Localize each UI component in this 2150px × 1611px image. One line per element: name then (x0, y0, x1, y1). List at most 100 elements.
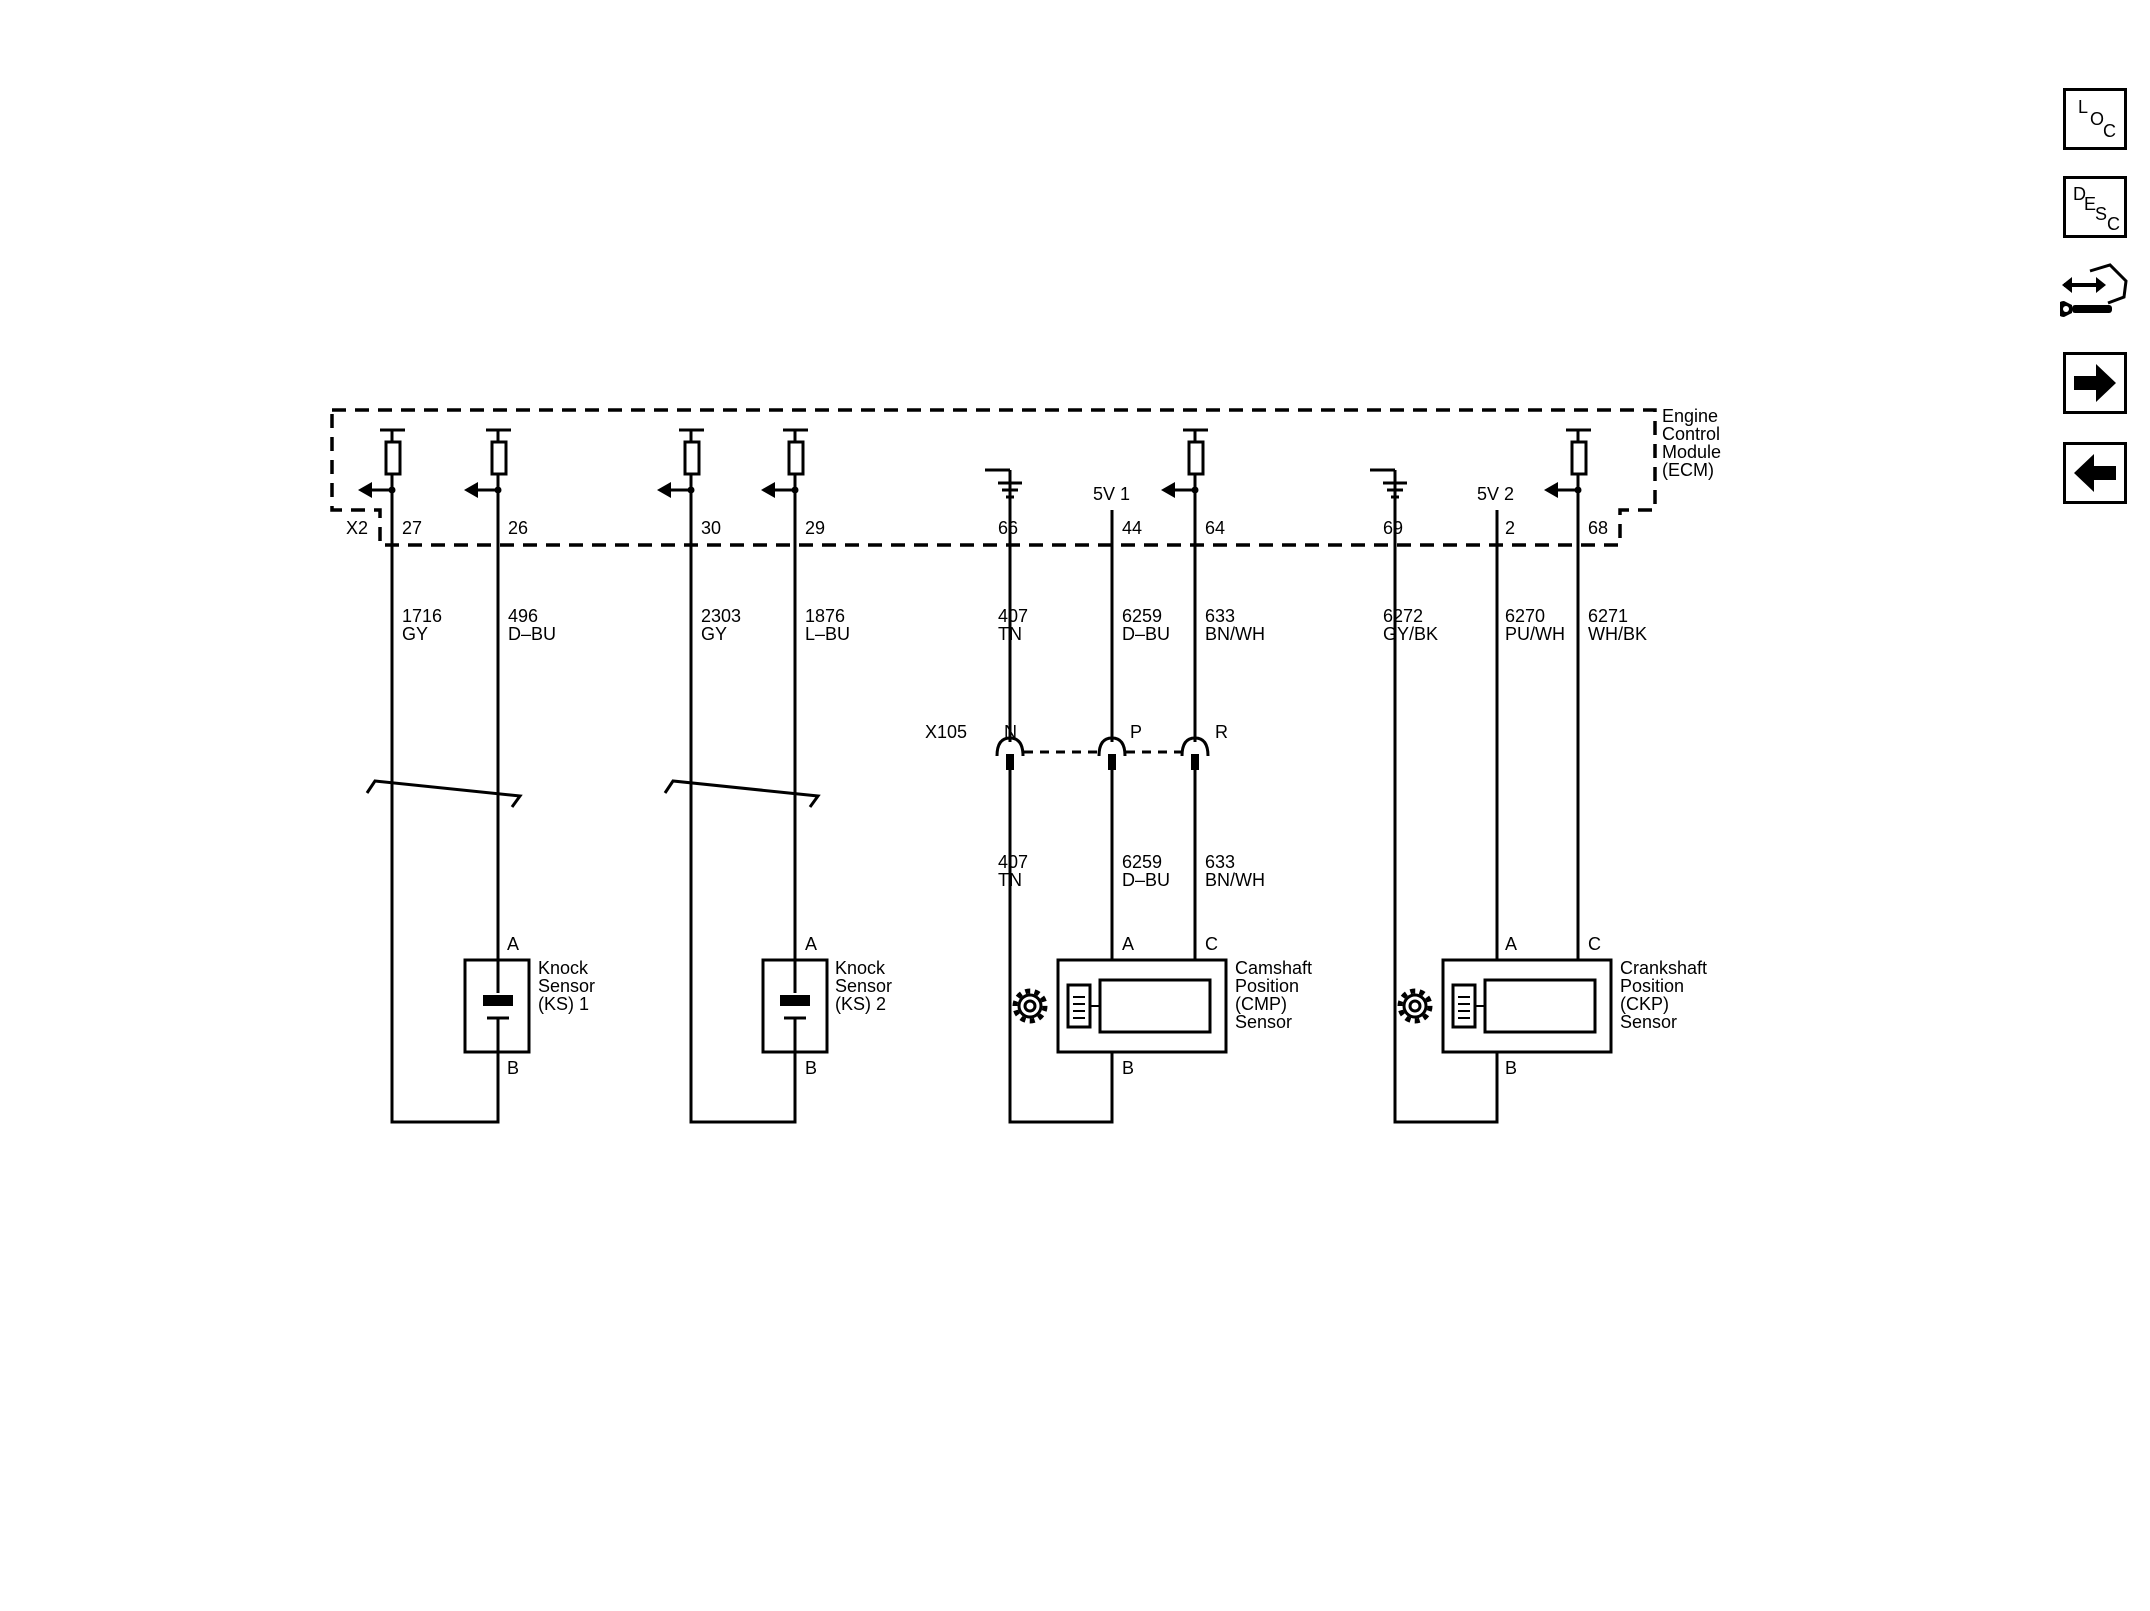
cmp-label-line-4: Sensor (1235, 1012, 1292, 1032)
ecm-pin-label: 29 (805, 518, 825, 538)
ckp-label-line-4: Sensor (1620, 1012, 1677, 1032)
inline-connector-name: X105 (925, 722, 967, 742)
wire-color-label: GY (402, 624, 428, 644)
wire-circuit-label: 633 (1205, 606, 1235, 626)
wire-circuit-label: 2303 (701, 606, 741, 626)
ks2-pin-b: B (805, 1058, 817, 1078)
ecm-label-line-3: Module (1662, 442, 1721, 462)
ecm-pin-label: 2 (1505, 518, 1515, 538)
ecm-pin-label: 26 (508, 518, 528, 538)
wire-runs (390, 470, 1580, 1124)
wire-labels-upper: 1716 GY 496 D–BU 2303 GY 1876 L–BU 407 T… (402, 606, 1647, 644)
wire-circuit-label: 6259 (1122, 606, 1162, 626)
desc-letter: C (2107, 214, 2120, 234)
next-page-button[interactable] (2063, 352, 2127, 414)
ckp-label-line-1: Crankshaft (1620, 958, 1707, 978)
gear-icon (1012, 988, 1048, 1024)
ecm-pin-label: 69 (1383, 518, 1403, 538)
wire-circuit-label: 6259 (1122, 852, 1162, 872)
wire-color-label: BN/WH (1205, 870, 1265, 890)
ks2-label-line-1: Knock (835, 958, 886, 978)
ecm-circuit-29 (761, 428, 808, 498)
ecm-label-line-1: Engine (1662, 406, 1718, 426)
desc-letter: S (2095, 204, 2108, 224)
camshaft-position-sensor: A C B Camshaft Position (CMP) Sensor (1012, 934, 1312, 1078)
gear-icon (1397, 988, 1433, 1024)
arrow-right-icon (2074, 364, 2116, 402)
ecm-pin-label: 30 (701, 518, 721, 538)
ks2-pin-a: A (805, 934, 817, 954)
previous-page-button[interactable] (2063, 442, 2127, 504)
wire-labels-lower: 407 TN 6259 D–BU 633 BN/WH (998, 852, 1265, 890)
ecm-pin-label: 64 (1205, 518, 1225, 538)
wire-color-label: PU/WH (1505, 624, 1565, 644)
cmp-pin-a: A (1122, 934, 1134, 954)
loc-letter: L (2078, 97, 2089, 117)
wire-circuit-label: 496 (508, 606, 538, 626)
ecm-ground-69 (1370, 468, 1407, 499)
desc-letter: D (2073, 184, 2086, 204)
ckp-label-line-3: (CKP) (1620, 994, 1669, 1014)
wire-circuit-label: 6271 (1588, 606, 1628, 626)
wire-color-label: D–BU (1122, 624, 1170, 644)
ks1-label-line-3: (KS) 1 (538, 994, 589, 1014)
wire-color-label: D–BU (508, 624, 556, 644)
wire-circuit-label: 633 (1205, 852, 1235, 872)
cmp-pin-c: C (1205, 934, 1218, 954)
supply-5v1-label: 5V 1 (1093, 484, 1130, 504)
ecm-label-line-2: Control (1662, 424, 1720, 444)
ecm-label-line-4: (ECM) (1662, 460, 1714, 480)
ckp-pin-a: A (1505, 934, 1517, 954)
wire-color-label: WH/BK (1588, 624, 1647, 644)
location-button[interactable]: L O C (2063, 88, 2127, 150)
knock-sensor-1: A B Knock Sensor (KS) 1 (463, 934, 595, 1078)
ks2-label-line-3: (KS) 2 (835, 994, 886, 1014)
connector-repair-button[interactable] (2056, 255, 2132, 321)
wire-color-label: TN (998, 870, 1022, 890)
ckp-pin-c: C (1588, 934, 1601, 954)
loc-letter: O (2090, 109, 2105, 129)
ks1-pin-a: A (507, 934, 519, 954)
wire-break-symbols (365, 779, 821, 808)
wire-circuit-label: 1876 (805, 606, 845, 626)
ecm-pin-label: 68 (1588, 518, 1608, 538)
wire-circuit-label: 6270 (1505, 606, 1545, 626)
cmp-label-line-2: Position (1235, 976, 1299, 996)
cmp-pin-b: B (1122, 1058, 1134, 1078)
inline-connector-pin: R (1215, 722, 1228, 742)
cmp-label-line-3: (CMP) (1235, 994, 1287, 1014)
description-button[interactable]: D E S C (2063, 176, 2127, 238)
ckp-pin-b: B (1505, 1058, 1517, 1078)
ecm-internal-circuits: 5V 1 5V 2 (358, 428, 1591, 504)
loc-letter: C (2103, 121, 2116, 141)
ecm-connector-label: X2 (346, 518, 368, 538)
ecm-module: Engine Control Module (ECM) X2 (330, 406, 1721, 547)
ecm-circuit-30 (657, 428, 704, 498)
cmp-label-line-1: Camshaft (1235, 958, 1312, 978)
wire-color-label: GY/BK (1383, 624, 1438, 644)
ecm-pin-label: 27 (402, 518, 422, 538)
wire-circuit-label: 6272 (1383, 606, 1423, 626)
inline-connector-pin: P (1130, 722, 1142, 742)
wire-color-label: D–BU (1122, 870, 1170, 890)
ecm-circuit-26 (464, 428, 511, 498)
knock-sensor-2: A B Knock Sensor (KS) 2 (761, 934, 892, 1078)
crankshaft-position-sensor: A C B Crankshaft Position (CKP) Sensor (1397, 934, 1707, 1078)
connector-wrench-icon (2056, 263, 2128, 317)
ckp-label-line-2: Position (1620, 976, 1684, 996)
ks2-label-line-2: Sensor (835, 976, 892, 996)
ecm-ground-66 (985, 468, 1022, 499)
wire-color-label: GY (701, 624, 727, 644)
wire-color-label: BN/WH (1205, 624, 1265, 644)
ecm-circuit-64 (1161, 428, 1208, 498)
ks1-label-line-2: Sensor (538, 976, 595, 996)
ecm-circuit-27 (358, 428, 405, 498)
ks1-label-line-1: Knock (538, 958, 589, 978)
wire-circuit-label: 407 (998, 852, 1028, 872)
ecm-pin-labels: 27 26 30 29 66 44 64 69 2 68 (402, 518, 1608, 538)
wire-color-label: L–BU (805, 624, 850, 644)
ecm-circuit-68 (1544, 428, 1591, 498)
inline-connector-x105: X105 N P R (925, 722, 1228, 770)
ks1-pin-b: B (507, 1058, 519, 1078)
